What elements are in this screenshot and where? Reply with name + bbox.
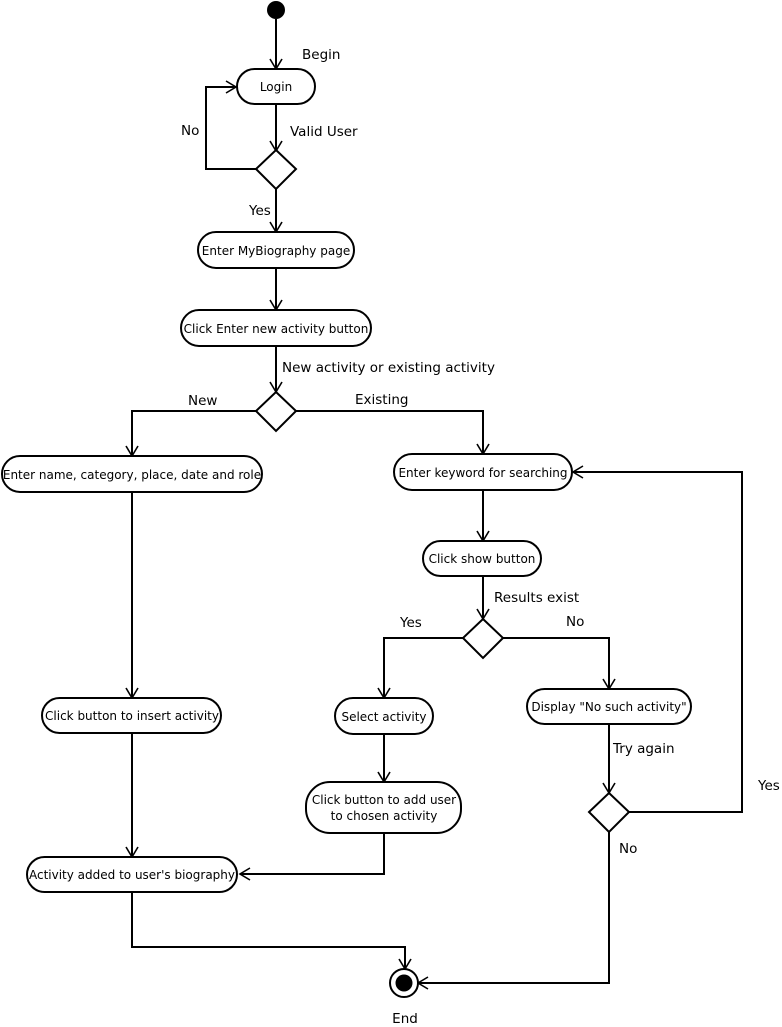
label-new-or-existing: New activity or existing activity (282, 360, 495, 376)
edge-no-loop-to-login (205, 86, 256, 170)
action-click-insert: Click button to insert activity (41, 697, 222, 734)
action-label: Click button to insert activity (45, 709, 219, 723)
action-label-line2: to chosen activity (331, 809, 438, 823)
action-enter-keyword: Enter keyword for searching (393, 453, 573, 491)
edges (125, 19, 743, 990)
action-click-show: Click show button (422, 540, 542, 577)
final-node (389, 968, 419, 998)
edge-activity-added-to-end (131, 892, 406, 968)
action-label: Enter MyBiography page (202, 244, 350, 258)
arrowhead (225, 80, 238, 94)
edge-labels: Begin Valid User No Yes New activity or … (181, 47, 780, 1027)
decision-results-exist (461, 617, 505, 660)
edge-existing-branch (296, 410, 484, 453)
action-enter-details: Enter name, category, place, date and ro… (1, 455, 263, 493)
action-display-no-such-activity: Display "No such activity" (526, 688, 692, 725)
label-try-again-yes: Yes (757, 778, 780, 794)
decision-try-again (587, 791, 631, 834)
edge-try-again-yes (573, 471, 743, 813)
edge-try-again-no (418, 832, 610, 984)
action-label: Enter name, category, place, date and ro… (3, 468, 261, 482)
action-click-enter-new-activity: Click Enter new activity button (180, 309, 372, 347)
edge-results-yes (383, 637, 463, 697)
label-valid-user: Valid User (290, 124, 358, 140)
label-existing: Existing (355, 392, 408, 408)
edge-results-no (503, 637, 610, 688)
edge-new-branch (131, 410, 256, 455)
action-label: Activity added to user's biography (29, 868, 235, 882)
label-end: End (392, 1011, 418, 1027)
label-try-again-no: No (619, 841, 637, 857)
action-label: Click Enter new activity button (184, 322, 369, 336)
action-label: Click show button (429, 552, 536, 566)
action-login: Login (236, 68, 316, 105)
action-select-activity: Select activity (334, 697, 434, 735)
label-new: New (188, 393, 217, 409)
action-label: Select activity (341, 710, 426, 724)
edge-add-user-to-activity-added (240, 833, 385, 875)
nodes: Login Enter MyBiography page Click Enter… (1, 1, 692, 998)
label-results-yes: Yes (399, 615, 422, 631)
decision-activity-type (254, 390, 298, 433)
action-click-add-user: Click button to add user to chosen activ… (305, 781, 462, 834)
label-login-yes: Yes (248, 203, 271, 219)
action-label-line1: Click button to add user (312, 793, 456, 807)
action-activity-added: Activity added to user's biography (26, 856, 238, 893)
label-begin: Begin (302, 47, 340, 63)
arrowhead (238, 867, 251, 881)
label-results-exist: Results exist (494, 590, 579, 606)
action-enter-mybiography: Enter MyBiography page (197, 231, 355, 269)
label-login-no: No (181, 123, 199, 139)
decision-valid-user (254, 148, 298, 191)
action-label: Enter keyword for searching (398, 466, 567, 480)
label-try-again: Try again (612, 741, 675, 757)
action-label: Login (260, 80, 292, 94)
label-results-no: No (566, 614, 584, 630)
initial-node (267, 1, 285, 19)
action-label: Display "No such activity" (531, 700, 686, 714)
